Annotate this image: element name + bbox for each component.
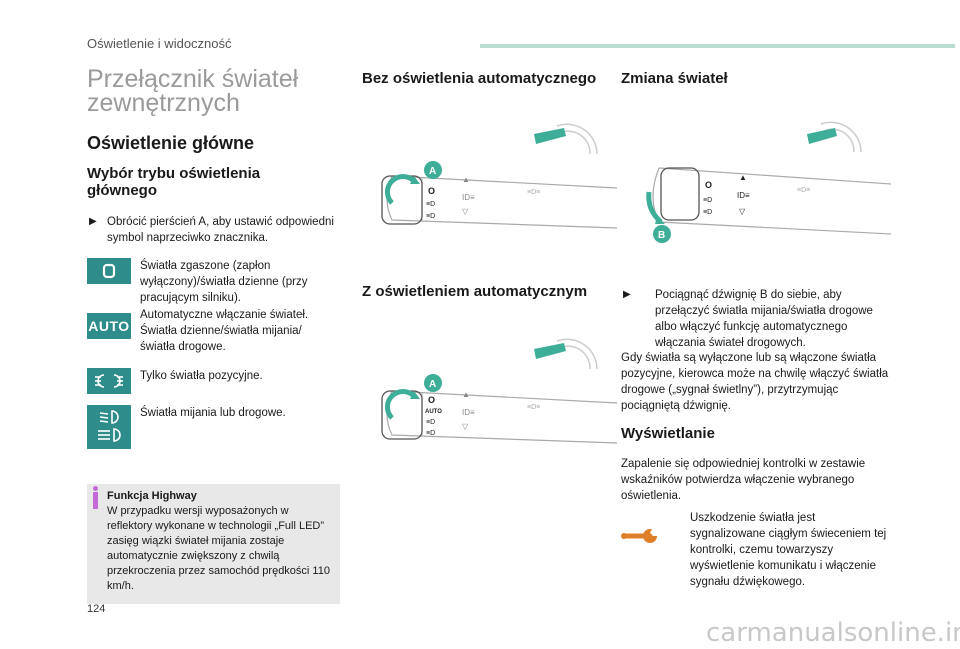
svg-text:≡D: ≡D (703, 209, 712, 216)
svg-text:≡D: ≡D (426, 419, 435, 426)
stalk-mark-o: O (428, 186, 435, 196)
label-a-2: A (429, 379, 436, 390)
arrow-bullet-icon: ▶︎ (89, 216, 97, 227)
heading-auto: Z oświetleniem automatycznym (362, 283, 588, 300)
svg-text:≡D: ≡D (426, 201, 435, 208)
svg-text:≡D: ≡D (426, 213, 435, 220)
label-a-1: A (429, 166, 436, 177)
info-icon (93, 486, 98, 491)
stalk-diagram-auto: O AUTO ≡D ≡D ▲ ID≡ ▽ ≡D≡ A (381, 338, 617, 444)
mode-text-off: Światła zgaszone (zapłon wyłączony)/świa… (140, 260, 308, 304)
auto-mode-label: AUTO (88, 318, 130, 334)
position-lights-icon (87, 368, 131, 394)
label-b: B (658, 230, 665, 241)
svg-text:▽: ▽ (739, 207, 746, 216)
warning-text: Uszkodzenie światła jest sygnalizowane c… (690, 512, 887, 588)
stalk-mark-o-2: O (428, 395, 435, 405)
sub-heading: Wybór trybu oświetlenia głównego (87, 165, 261, 199)
svg-text:≡D≡: ≡D≡ (527, 404, 540, 411)
svg-text:▽: ▽ (462, 207, 469, 216)
display-text: Zapalenie się odpowiedniej kontrolki w z… (621, 458, 866, 502)
svg-text:ID≡: ID≡ (462, 408, 475, 417)
heading-change: Zmiana świateł (621, 70, 728, 87)
auto-mode-icon: AUTO (87, 313, 131, 339)
off-mode-icon (87, 258, 131, 284)
info-icon-bar (93, 492, 98, 509)
svg-text:ID≡: ID≡ (462, 193, 475, 202)
svg-text:≡D: ≡D (703, 197, 712, 204)
info-title: Funkcja Highway (107, 490, 197, 502)
instruction-text: ▶︎ Obrócić pierścień A, aby ustawić odpo… (89, 214, 342, 246)
page-title: Przełącznik świateł zewnętrznych (87, 65, 299, 117)
watermark: carmanualsonline.info (706, 618, 960, 648)
svg-text:▲: ▲ (462, 390, 470, 399)
svg-text:≡D≡: ≡D≡ (527, 189, 540, 196)
change-instruction: ▶︎ Pociągnąć dźwignię B do siebie, aby p… (623, 287, 890, 351)
flash-paragraph: Gdy światła są wyłączone lub są włączone… (621, 352, 889, 412)
heading-display: Wyświetlanie (621, 425, 715, 442)
arrow-bullet-icon-2: ▶︎ (623, 289, 631, 300)
svg-text:ID≡: ID≡ (737, 191, 750, 200)
page-number: 124 (87, 603, 106, 615)
info-box (87, 484, 340, 604)
stalk-diagram-no-auto: O ≡D ≡D ▲ ID≡ ▽ ≡D≡ A (381, 123, 617, 229)
stalk-diagram-change: O ≡D ≡D ▲ ID≡ ▽ ≡D≡ B (646, 121, 891, 243)
svg-text:▲: ▲ (739, 173, 747, 182)
header-rule (480, 44, 955, 48)
svg-text:≡D: ≡D (426, 430, 435, 437)
main-heading: Oświetlenie główne (87, 133, 255, 153)
change-instruction-content: Pociągnąć dźwignię B do siebie, aby prze… (655, 289, 873, 349)
instruction-content: Obrócić pierścień A, aby ustawić odpowie… (107, 216, 334, 244)
mode-text-beam: Światła mijania lub drogowe. (140, 407, 286, 419)
svg-text:▲: ▲ (462, 175, 470, 184)
info-text: W przypadku wersji wyposażonych w reflek… (107, 505, 330, 592)
section-label: Oświetlenie i widoczność (87, 36, 232, 51)
svg-text:O: O (705, 180, 712, 190)
stalk-mark-auto: AUTO (425, 409, 442, 415)
low-high-beam-icon (87, 405, 131, 449)
heading-no-auto: Bez oświetlenia automatycznego (362, 70, 597, 87)
wrench-icon (620, 527, 660, 550)
svg-text:▽: ▽ (462, 422, 469, 431)
mode-text-position: Tylko światła pozycyjne. (140, 370, 263, 382)
svg-text:≡D≡: ≡D≡ (797, 187, 810, 194)
mode-text-auto: Automatyczne włączanie świateł. Światła … (140, 309, 309, 353)
